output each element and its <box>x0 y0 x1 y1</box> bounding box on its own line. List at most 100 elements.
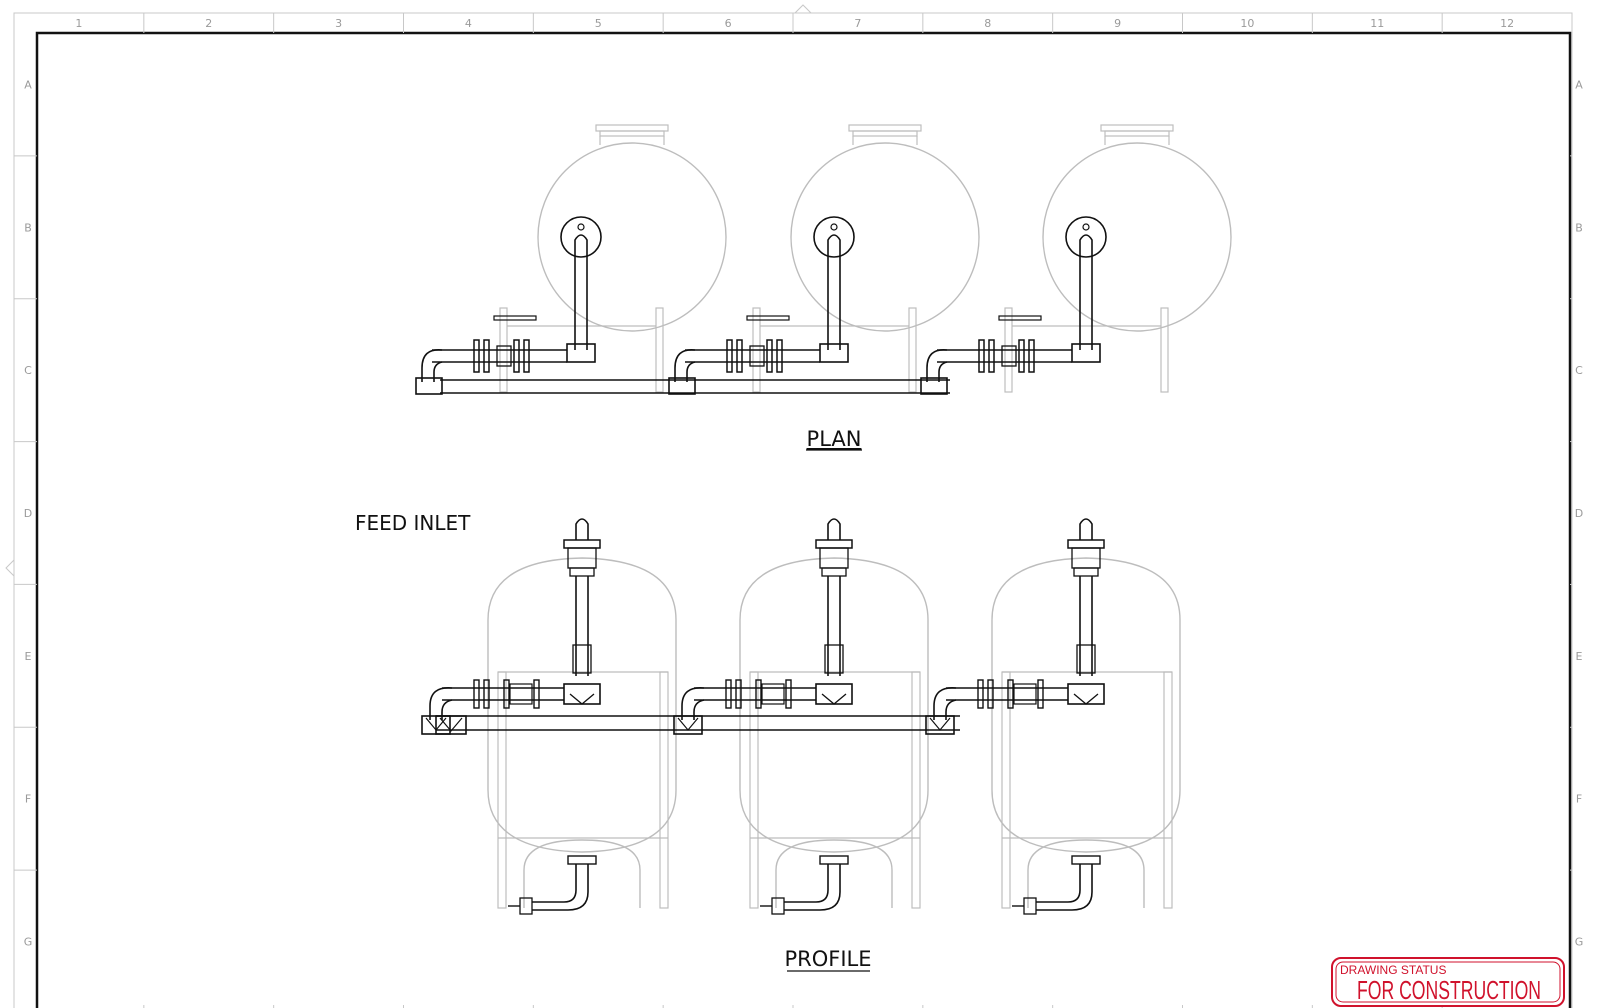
stamp-frame-inner <box>1335 961 1561 1003</box>
plan-flange <box>1028 339 1035 373</box>
profile-flange <box>503 679 510 709</box>
profile-flange <box>1037 679 1044 709</box>
outer-zone-frame <box>13 12 1573 1008</box>
plan-flange <box>513 339 520 373</box>
plan-flange <box>473 339 480 373</box>
plan-top-flange <box>1100 124 1174 132</box>
profile-riser-union <box>1076 644 1096 674</box>
plan-flange <box>776 339 783 373</box>
profile-tee-mark <box>821 693 847 705</box>
zone-row-label-right: A <box>1575 78 1583 91</box>
zone-col-label: 2 <box>205 17 212 30</box>
profile-title: PROFILE <box>784 947 871 971</box>
profile-frame-leg-right <box>659 671 669 909</box>
profile-tee <box>815 683 853 705</box>
plan-view <box>415 124 1232 395</box>
plan-tank-shell <box>537 142 727 332</box>
profile-elbow <box>681 687 705 720</box>
profile-drain-valve <box>771 897 785 915</box>
plan-elbow-base <box>920 377 948 395</box>
stamp-frame-outer <box>1331 957 1565 1007</box>
profile-view <box>421 518 1181 915</box>
zone-col-label: 4 <box>465 17 472 30</box>
profile-flange <box>1007 679 1014 709</box>
profile-tee-mark <box>1073 693 1099 705</box>
profile-frame-leg-right <box>911 671 921 909</box>
plan-head-circle <box>560 216 602 258</box>
zone-col-label: 12 <box>1500 17 1514 30</box>
profile-flange <box>533 679 540 709</box>
plan-top-flange <box>848 124 922 132</box>
plan-valve-body <box>749 345 765 367</box>
plan-gauge-bar <box>493 315 537 321</box>
plan-elbow <box>926 349 948 382</box>
zone-col-label: 1 <box>75 17 82 30</box>
plan-gauge-bar <box>746 315 790 321</box>
zone-row-label-left: F <box>25 793 31 806</box>
plan-tank-shell <box>1042 142 1232 332</box>
zone-col-label: 3 <box>335 17 342 30</box>
profile-elbow-mark <box>929 717 951 731</box>
profile-valve-body <box>761 683 785 705</box>
profile-vessel <box>925 518 1181 915</box>
profile-valve-body <box>1013 683 1037 705</box>
plan-frame-leg-right <box>1160 307 1169 393</box>
profile-tee-mark <box>569 693 595 705</box>
zone-col-label: 7 <box>854 17 861 30</box>
zone-row-label-right: G <box>1575 936 1584 949</box>
profile-flange <box>735 679 742 709</box>
drawing-status-stamp: DRAWING STATUS FOR CONSTRUCTION <box>1331 957 1565 1007</box>
profile-top-flange-2 <box>821 567 847 577</box>
plan-riser-pipe <box>1079 234 1093 350</box>
zone-row-label-left: D <box>24 507 32 520</box>
profile-tank-skirt <box>523 839 641 908</box>
profile-elbow-mark <box>677 717 699 731</box>
plan-flange <box>978 339 985 373</box>
zone-row-label-left: A <box>24 78 32 91</box>
plan-head-circle <box>1065 216 1107 258</box>
plan-flange <box>988 339 995 373</box>
profile-tank-shell <box>487 557 677 853</box>
plan-vessel <box>415 124 727 395</box>
plan-frame-leg-right <box>655 307 664 393</box>
zone-row-label-right: E <box>1576 650 1583 663</box>
profile-flange <box>473 679 480 709</box>
profile-flange <box>977 679 984 709</box>
profile-drain-flange <box>567 855 597 865</box>
profile-inlet-cap <box>435 715 467 735</box>
left-center-mark <box>5 559 15 577</box>
profile-inlet-mark <box>439 717 463 732</box>
profile-vent-cap <box>575 518 589 540</box>
profile-tee <box>1067 683 1105 705</box>
plan-riser-pipe <box>827 234 841 350</box>
plan-elbow <box>421 349 443 382</box>
profile-vessel <box>421 518 677 915</box>
plan-head-dot <box>577 223 585 231</box>
zone-col-label: 11 <box>1370 17 1384 30</box>
profile-flange <box>987 679 994 709</box>
profile-tee <box>563 683 601 705</box>
profile-vent-cap <box>827 518 841 540</box>
zone-col-label: 6 <box>725 17 732 30</box>
plan-tank-shell <box>790 142 980 332</box>
zone-row-label-right: C <box>1575 364 1583 377</box>
profile-top-flange-2 <box>569 567 595 577</box>
profile-drain-flange <box>1071 855 1101 865</box>
plan-vessel <box>668 124 980 395</box>
profile-vessel <box>673 518 929 915</box>
feed-inlet-label: FEED INLET <box>355 511 471 535</box>
profile-elbow <box>933 687 957 720</box>
profile-vent-cap <box>1079 518 1093 540</box>
zone-row-label-right: D <box>1575 507 1583 520</box>
plan-head-dot <box>830 223 838 231</box>
zone-col-label: 8 <box>984 17 991 30</box>
plan-tee <box>566 343 596 363</box>
profile-elbow <box>429 687 453 720</box>
plan-elbow-base <box>668 377 696 395</box>
profile-valve-body <box>509 683 533 705</box>
stamp-heading: DRAWING STATUS <box>1340 963 1446 977</box>
profile-drain-pipe <box>784 864 841 911</box>
plan-frame-leg-right <box>908 307 917 393</box>
